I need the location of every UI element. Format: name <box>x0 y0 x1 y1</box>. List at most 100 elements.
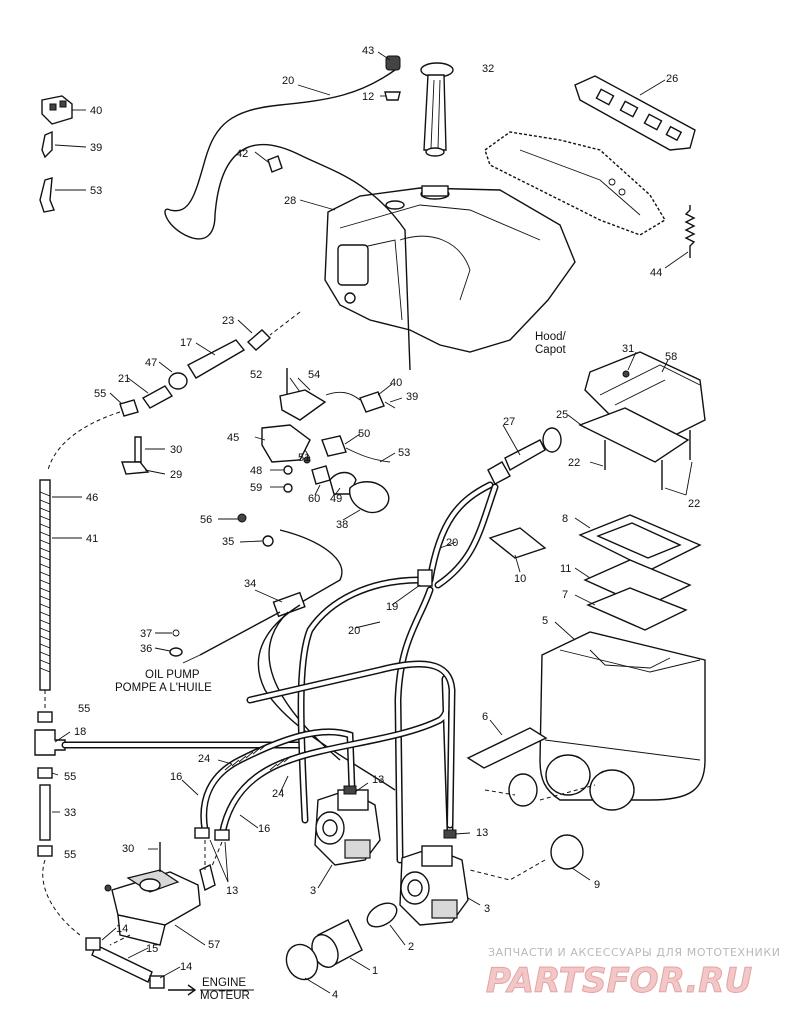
callout-1: 1 <box>372 965 378 977</box>
callout-20-top: 20 <box>282 75 294 87</box>
oil-pump-label: OIL PUMP POMPE A L'HUILE <box>115 669 212 694</box>
clip-37 <box>172 629 180 637</box>
callout-60: 60 <box>308 493 320 505</box>
hose-15 <box>91 944 153 983</box>
callout-20-low: 20 <box>348 625 360 637</box>
fitting-19 <box>417 569 433 587</box>
callout-13-a: 13 <box>372 774 384 786</box>
washer-36 <box>169 647 183 657</box>
callout-34: 34 <box>244 578 256 590</box>
watermark: ЗАПЧАСТИ И АКСЕССУАРЫ ДЛЯ МОТОТЕХНИКИ PA… <box>486 946 781 1002</box>
decal-10 <box>488 527 547 559</box>
clamp-13-a <box>343 785 357 795</box>
hood-label: Hood/ Capot <box>535 331 569 356</box>
cover-38 <box>348 481 390 514</box>
engine-line-2: MOTEUR <box>200 990 250 1002</box>
callout-13-b: 13 <box>476 827 488 839</box>
callout-23: 23 <box>222 315 234 327</box>
filter-23 <box>246 329 272 351</box>
callout-10: 10 <box>514 573 526 585</box>
hose-33 <box>39 784 51 841</box>
callout-35: 35 <box>222 536 234 548</box>
hood-label-line-1: Hood/ <box>535 331 566 343</box>
callout-4: 4 <box>332 989 338 1001</box>
callout-3-left: 3 <box>310 885 316 897</box>
callout-17: 17 <box>180 337 192 349</box>
clamp-2 <box>366 902 398 928</box>
terminal-53 <box>39 177 55 213</box>
callout-58: 58 <box>665 351 677 363</box>
callout-55-b: 55 <box>64 771 76 783</box>
clip-42 <box>267 155 283 173</box>
engine-label: ENGINE MOTEUR <box>200 977 250 1002</box>
callout-50: 50 <box>358 428 370 440</box>
callout-56: 56 <box>200 514 212 526</box>
callout-16-left: 16 <box>170 771 182 783</box>
callout-16-right: 16 <box>258 823 270 835</box>
callout-29: 29 <box>170 469 182 481</box>
callout-24-lower: 24 <box>272 788 284 800</box>
washer-51 <box>303 456 311 464</box>
primer-knob <box>542 427 562 453</box>
box-5 <box>539 631 706 801</box>
resonator-58 <box>584 351 706 441</box>
clamp-55-b <box>37 767 53 779</box>
callout-38: 38 <box>336 519 348 531</box>
callout-40-mid: 40 <box>390 377 402 389</box>
plate-25 <box>578 407 690 463</box>
carburetor-right <box>399 845 469 926</box>
callout-7: 7 <box>562 589 568 601</box>
washer-48 <box>283 465 293 475</box>
support-plate <box>484 131 666 236</box>
carburetor-left <box>314 789 381 866</box>
text-labels: Hood/ Capot OIL PUMP POMPE A L'HUILE ENG… <box>115 331 569 1002</box>
callout-49: 49 <box>330 493 342 505</box>
callout-30-low: 30 <box>122 843 134 855</box>
screw-30 <box>134 436 142 463</box>
hose-17 <box>187 339 246 379</box>
callout-27: 27 <box>503 416 515 428</box>
cap-60 <box>311 465 331 485</box>
bracket-29 <box>121 461 150 475</box>
connector-40 <box>41 95 73 125</box>
callout-2: 2 <box>408 941 414 953</box>
callout-19: 19 <box>386 601 398 613</box>
oil-pump-line-2: POMPE A L'HUILE <box>115 682 212 694</box>
callout-15: 15 <box>146 943 158 955</box>
watermark-brand: PARTSFOR.RU <box>486 961 752 1001</box>
clamp-4 <box>285 943 319 981</box>
nut-35 <box>262 535 274 547</box>
bracket-54 <box>279 389 327 421</box>
callout-8: 8 <box>562 513 568 525</box>
callout-55-c: 55 <box>64 849 76 861</box>
callout-46: 46 <box>86 492 98 504</box>
callout-42: 42 <box>236 148 248 160</box>
spring-44 <box>684 205 696 258</box>
housing-45 <box>261 424 311 463</box>
callout-54: 54 <box>308 369 320 381</box>
callout-33: 33 <box>64 807 76 819</box>
callout-18: 18 <box>74 726 86 738</box>
callout-14-b: 14 <box>180 961 192 973</box>
clamp-13-d <box>214 829 230 841</box>
watermark-caption: ЗАПЧАСТИ И АКСЕССУАРЫ ДЛЯ МОТОТЕХНИКИ <box>488 946 781 959</box>
fitting-43 <box>385 55 401 71</box>
primer-27 <box>504 439 546 472</box>
callout-32: 32 <box>482 63 494 75</box>
terminal-39 <box>41 130 53 159</box>
grommet-47 <box>168 372 188 390</box>
vent-hose-20 <box>164 69 411 371</box>
callout-3-right: 3 <box>484 903 490 915</box>
clamp-14-a <box>85 937 101 951</box>
callout-37: 37 <box>140 628 152 640</box>
callout-14-a: 14 <box>116 923 128 935</box>
fuel-tank <box>324 185 576 353</box>
callout-48: 48 <box>250 465 262 477</box>
nut-59 <box>283 483 293 493</box>
callout-5: 5 <box>542 615 548 627</box>
callout-59: 59 <box>250 482 262 494</box>
callout-41: 41 <box>86 533 98 545</box>
hood-gasket-26 <box>574 75 696 151</box>
clamp-55-c <box>37 845 53 857</box>
callout-31: 31 <box>622 343 634 355</box>
